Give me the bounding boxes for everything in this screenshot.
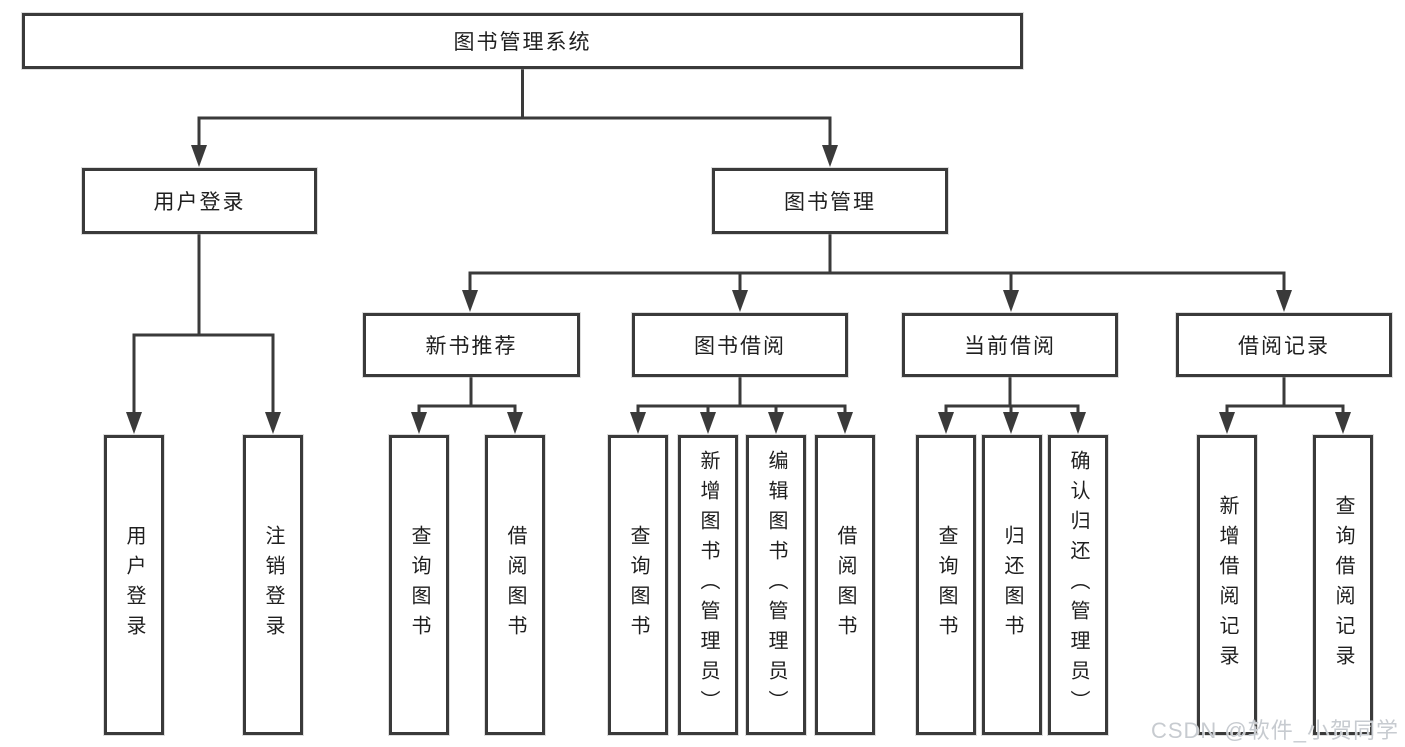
leaf-label: 新增借阅记录 bbox=[1216, 495, 1238, 675]
leaf-user-login: 用户登录 bbox=[104, 435, 164, 735]
csdn-watermark: CSDN @软件_小贺同学 bbox=[1150, 718, 1399, 743]
connector-user-login-children bbox=[126, 233, 281, 434]
leaf-label: 新增图书（管理员） bbox=[697, 450, 719, 720]
connector-new-book-recommend-children bbox=[411, 376, 523, 434]
connector-current-borrow-children bbox=[938, 376, 1086, 434]
leaf-label: 借阅图书 bbox=[834, 525, 856, 645]
leaf-confirm-return-admin: 确认归还（管理员） bbox=[1048, 435, 1108, 735]
leaf-label: 编辑图书（管理员） bbox=[765, 450, 787, 720]
leaf-label: 查询借阅记录 bbox=[1332, 495, 1354, 675]
leaf-borrow-books-borrow: 借阅图书 bbox=[815, 435, 875, 735]
leaf-label: 查询图书 bbox=[408, 525, 430, 645]
leaf-label: 确认归还（管理员） bbox=[1067, 450, 1089, 720]
leaf-add-borrow-record: 新增借阅记录 bbox=[1197, 435, 1257, 735]
leaf-label: 归还图书 bbox=[1001, 525, 1023, 645]
leaf-borrow-books-recommend: 借阅图书 bbox=[485, 435, 545, 735]
node-new-book-recommend: 新书推荐 bbox=[363, 313, 580, 377]
node-current-borrow: 当前借阅 bbox=[902, 313, 1118, 377]
leaf-query-books-recommend: 查询图书 bbox=[389, 435, 449, 735]
leaf-label: 注销登录 bbox=[262, 525, 284, 645]
leaf-return-books: 归还图书 bbox=[982, 435, 1042, 735]
connector-borrow-record-children bbox=[1219, 376, 1351, 434]
leaf-add-book-admin: 新增图书（管理员） bbox=[678, 435, 738, 735]
node-library-system: 图书管理系统 bbox=[22, 13, 1023, 69]
node-book-management: 图书管理 bbox=[712, 168, 948, 234]
leaf-query-books-current: 查询图书 bbox=[916, 435, 976, 735]
leaf-label: 借阅图书 bbox=[504, 525, 526, 645]
node-book-borrow: 图书借阅 bbox=[632, 313, 848, 377]
leaf-label: 查询图书 bbox=[935, 525, 957, 645]
connector-book-borrow-children bbox=[630, 376, 853, 434]
leaf-query-borrow-record: 查询借阅记录 bbox=[1313, 435, 1373, 735]
connector-book-management-children bbox=[462, 233, 1292, 312]
node-user-login: 用户登录 bbox=[82, 168, 317, 234]
leaf-edit-book-admin: 编辑图书（管理员） bbox=[746, 435, 806, 735]
leaf-query-books-borrow: 查询图书 bbox=[608, 435, 668, 735]
connector-root-to-level2 bbox=[191, 68, 838, 167]
leaf-label: 查询图书 bbox=[627, 525, 649, 645]
leaf-logout: 注销登录 bbox=[243, 435, 303, 735]
leaf-label: 用户登录 bbox=[123, 525, 145, 645]
node-borrow-record: 借阅记录 bbox=[1176, 313, 1392, 377]
